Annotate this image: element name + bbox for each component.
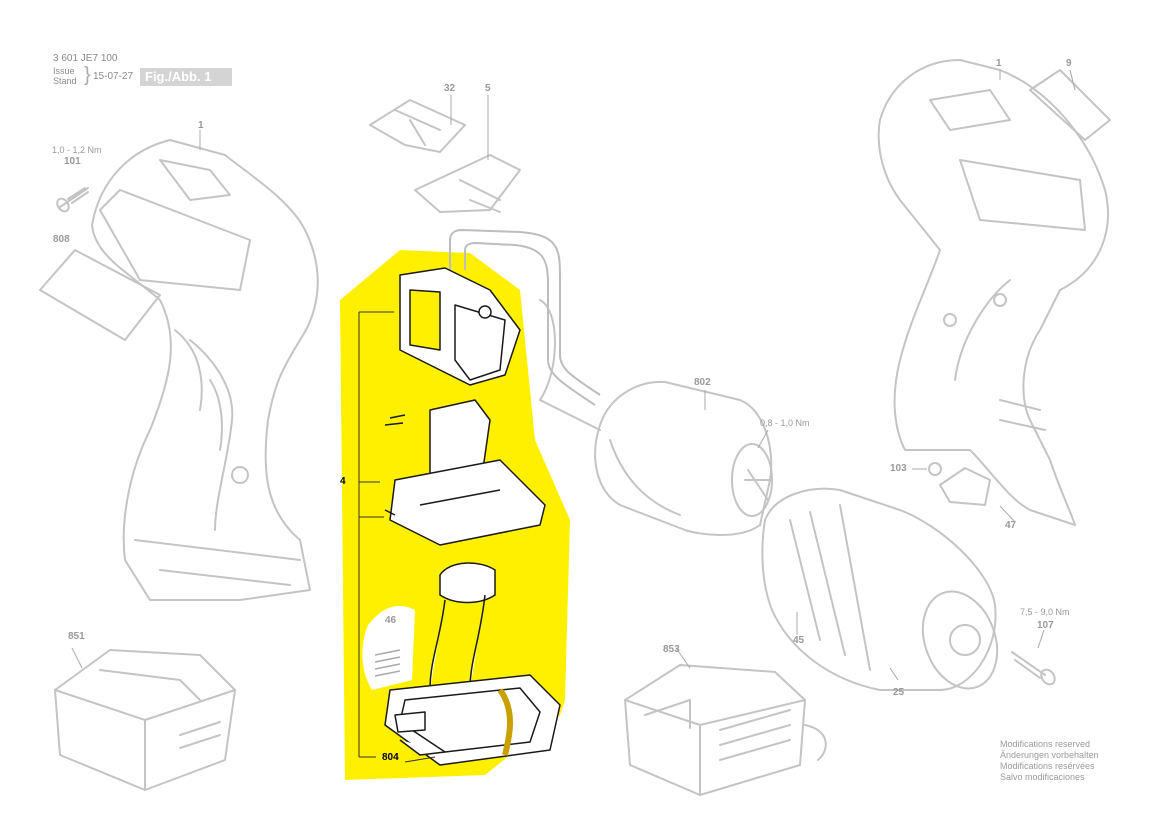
part-number: 3 601 JE7 100 (53, 53, 118, 64)
part-label-802: 802 (694, 377, 711, 388)
note-salvo-modificaciones: Salvo modificaciones (1000, 772, 1085, 782)
part-label-101: 101 (64, 156, 81, 167)
switch-caps-drawing (369, 99, 521, 213)
leader-lines (71, 69, 1076, 681)
charger-853-drawing (624, 664, 827, 796)
part-label-103: 103 (890, 463, 907, 474)
note-modifications-reserved: Modifications reserved (1000, 739, 1091, 749)
brace: } (84, 64, 91, 86)
wire-coil-drawing (497, 688, 513, 756)
part-label-107: 107 (1037, 620, 1054, 631)
bracket-4 (358, 311, 436, 763)
note-modifications-reservees: Modifications resérvées (1000, 761, 1095, 771)
part-label-851: 851 (68, 631, 85, 642)
screw-107-drawing (1011, 651, 1056, 686)
part-label-46: 46 (385, 615, 397, 626)
part-label-9: 9 (1066, 58, 1072, 69)
switch-assembly-drawing (384, 267, 561, 766)
motor-802-drawing (539, 299, 773, 536)
battery-851-drawing (54, 649, 236, 791)
issue-date: 15-07-27 (93, 71, 134, 82)
part-label-25: 25 (893, 687, 905, 698)
issue-label: Issue (53, 66, 75, 76)
part-label-5: 5 (485, 83, 491, 94)
part-label-853: 853 (663, 644, 680, 655)
torque-101: 1,0 - 1,2 Nm (52, 145, 102, 155)
part-label-1-left: 1 (198, 120, 204, 131)
part-47-drawing (939, 467, 991, 506)
note-aenderungen-vorbehalten: Änderungen vorbehalten (1000, 750, 1099, 760)
figure-badge: Fig./Abb. 1 (140, 68, 232, 86)
gearbox-chuck-drawing (761, 487, 999, 691)
nut-103-drawing (928, 462, 942, 476)
part-label-45: 45 (793, 635, 805, 646)
part-label-1-right: 1 (996, 58, 1002, 69)
part-label-32: 32 (444, 83, 456, 94)
label-9-drawing (1029, 69, 1111, 141)
right-housing-drawing (877, 59, 1109, 526)
part-label-808: 808 (53, 234, 70, 245)
left-housing-drawing (91, 139, 319, 601)
label-808-drawing (39, 249, 161, 341)
stand-label: Stand (53, 76, 77, 86)
torque-802: 0,8 - 1,0 Nm (760, 418, 810, 428)
spring-46-drawing (374, 649, 401, 677)
torque-107: 7,5 - 9,0 Nm (1020, 607, 1070, 617)
part-label-4: 4 (340, 476, 346, 487)
part-label-47: 47 (1005, 520, 1017, 531)
screw-101-drawing (56, 187, 89, 213)
part-label-804: 804 (382, 752, 399, 763)
